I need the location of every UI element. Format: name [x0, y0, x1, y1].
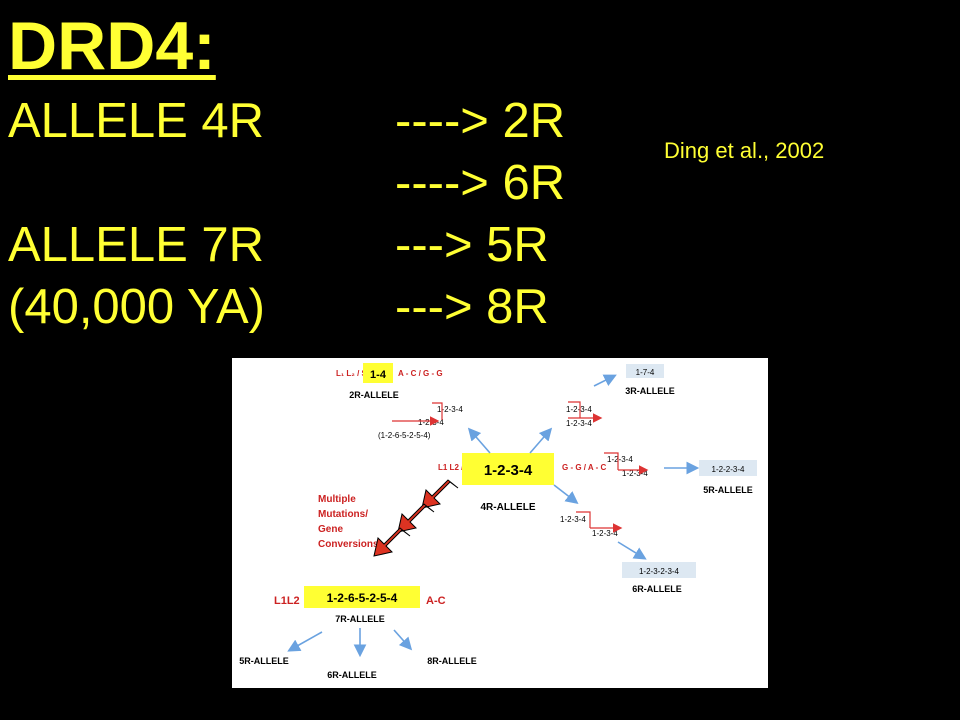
allele-5r-box-seq: 1-2-2-3-4: [712, 465, 745, 474]
line-3-left: ALLELE 7R: [8, 218, 265, 272]
arrow-to-6r-start: [553, 484, 579, 504]
center-label: 4R-ALLELE: [481, 502, 536, 513]
allele-3r-box-seq: 1-7-4: [636, 368, 655, 377]
line-4-left: (40,000 YA): [8, 280, 265, 334]
allele-3r-red-bracket: [568, 401, 581, 418]
allele-5r-red-bracket: [604, 452, 619, 470]
allele-2r-seq-2: 1-2-3-4: [418, 418, 444, 427]
allele-2r-box-seq: 1-4: [370, 369, 387, 381]
arrow-to-3r: [529, 427, 553, 454]
allele-7r-right-markers: A-C: [426, 595, 446, 607]
allele-7r-left-markers: L1L2: [274, 595, 300, 607]
allele-6r-label: 6R-ALLELE: [632, 584, 682, 594]
citation: Ding et al., 2002: [664, 138, 825, 163]
arrow-to-3r-upper: [593, 374, 617, 387]
line-4-right: ---> 8R: [395, 280, 549, 334]
allele-3r-seq-2: 1-2-3-4: [566, 419, 592, 428]
allele-5r-seq-2: 1-2-3-4: [622, 469, 648, 478]
line-3-right: ---> 5R: [395, 218, 549, 272]
mutation-note-2: Mutations/: [318, 509, 368, 520]
allele-6r-seq-1: 1-2-3-4: [560, 515, 586, 524]
allele-diagram: L1 L2 / S1 S2 1-2-3-4 G - G / A - C 4R-A…: [232, 358, 768, 688]
allele-3r-label: 3R-ALLELE: [625, 386, 675, 396]
allele-3r-seq-1: 1-2-3-4: [566, 405, 592, 414]
bottom-5r-label: 5R-ALLELE: [239, 656, 289, 666]
allele-7r-box-seq: 1-2-6-5-2-5-4: [327, 591, 398, 605]
diagram-background: [232, 358, 768, 688]
allele-2r-seq-1: 1-2-3-4: [437, 405, 463, 414]
arrow-to-2r: [467, 427, 491, 454]
center-box-seq: 1-2-3-4: [484, 462, 533, 479]
line-1-left: ALLELE 4R: [8, 94, 265, 148]
allele-2r-left-markers: L₁ L₂ / S₁ S₂: [336, 369, 382, 378]
center-box: [462, 453, 554, 485]
allele-5r-box: [699, 460, 757, 476]
allele-5r-seq-1: 1-2-3-4: [607, 455, 633, 464]
bottom-6r-label: 6R-ALLELE: [327, 670, 377, 680]
page-title: DRD4:: [8, 8, 216, 84]
allele-2r-box: [363, 363, 393, 383]
allele-7r-box: [304, 586, 420, 608]
line-2-right: ----> 6R: [395, 156, 566, 210]
center-right-markers: G - G / A - C: [562, 463, 607, 472]
allele-6r-box-seq: 1-2-3-2-3-4: [639, 567, 680, 576]
allele-2r-label: 2R-ALLELE: [349, 390, 399, 400]
allele-5r-label: 5R-ALLELE: [703, 485, 753, 495]
allele-2r-markers: A - C / G - G: [398, 369, 443, 378]
allele-6r-box: [622, 562, 696, 578]
allele-2r-seq-3: (1-2-6-5-2-5-4): [378, 431, 431, 440]
bottom-8r-label: 8R-ALLELE: [427, 656, 477, 666]
mutation-note-1: Multiple: [318, 494, 356, 505]
allele-6r-red-bracket: [576, 511, 591, 528]
mutation-note-4: Conversions: [318, 539, 379, 550]
arrow-to-bottom-5r: [287, 631, 323, 652]
red-thick-arrows: [373, 479, 459, 557]
allele-6r-seq-2: 1-2-3-4: [592, 529, 618, 538]
line-1-right: ----> 2R: [395, 94, 566, 148]
allele-3r-box: [626, 364, 664, 378]
arrow-to-bottom-8r: [393, 629, 413, 651]
arrow-to-6r: [617, 541, 647, 560]
mutation-note-3: Gene: [318, 524, 343, 535]
allele-7r-label: 7R-ALLELE: [335, 614, 385, 624]
allele-2r-red-bracket: [432, 402, 443, 420]
